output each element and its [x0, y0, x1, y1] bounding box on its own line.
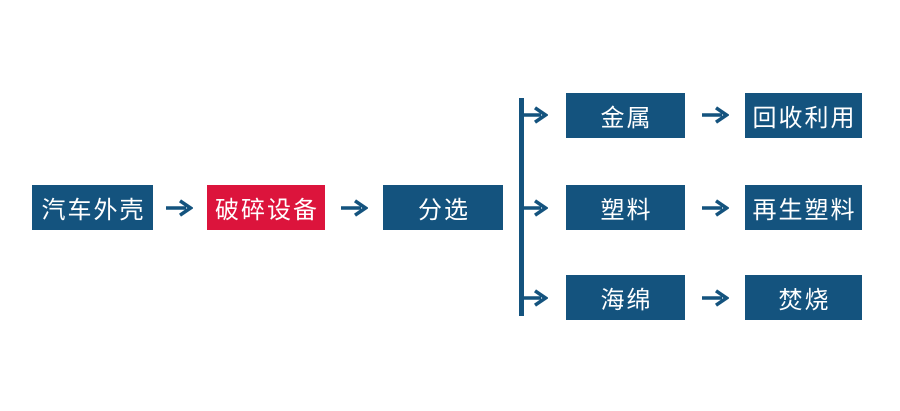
- node-metal: 金属: [566, 93, 685, 138]
- node-sponge: 海绵: [566, 275, 685, 320]
- node-incineration: 焚烧: [745, 275, 862, 320]
- arrow-right-icon: [521, 106, 548, 124]
- node-crushing-equipment: 破碎设备: [207, 185, 325, 230]
- arrow-right-icon: [341, 199, 368, 217]
- node-car-shell: 汽车外壳: [32, 185, 153, 230]
- node-recycled-plastic: 再生塑料: [745, 185, 862, 230]
- arrow-right-icon: [702, 199, 729, 217]
- arrow-right-icon: [521, 289, 548, 307]
- arrow-right-icon: [521, 199, 548, 217]
- arrow-right-icon: [166, 199, 193, 217]
- node-recycling: 回收利用: [745, 93, 862, 138]
- arrow-right-icon: [702, 289, 729, 307]
- node-plastic: 塑料: [566, 185, 685, 230]
- node-sorting: 分选: [383, 185, 503, 230]
- arrow-right-icon: [702, 106, 729, 124]
